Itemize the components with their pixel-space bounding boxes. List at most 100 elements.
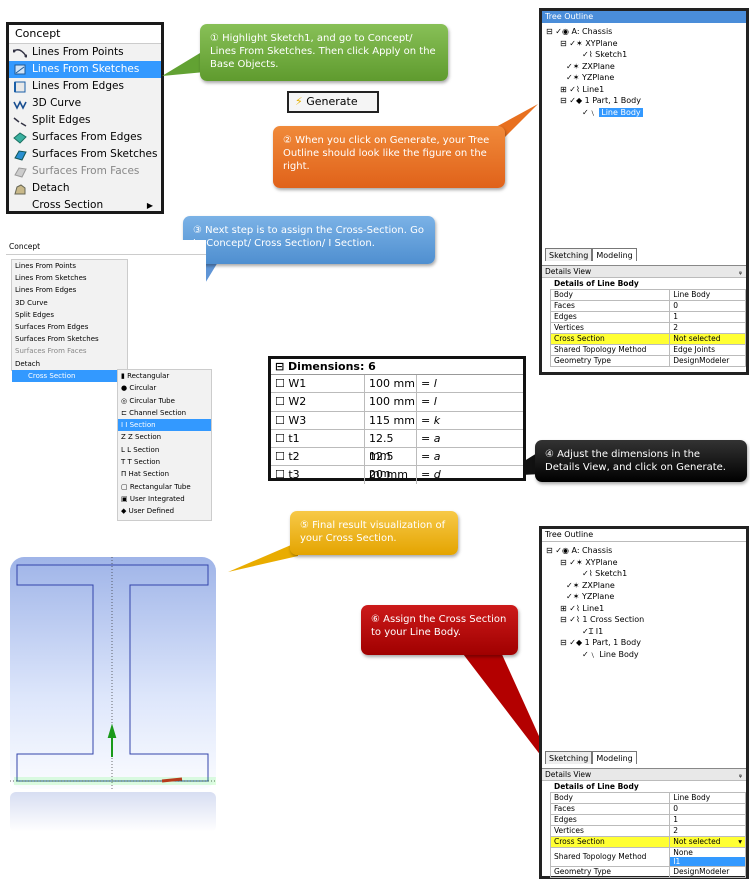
submenu-item-i-section[interactable]: I I Section bbox=[118, 419, 211, 432]
tree-node-part[interactable]: ⊟ ✓◆ 1 Part, 1 Body bbox=[560, 96, 641, 105]
tree-node-chassis[interactable]: ⊟ ✓◉ A: Chassis bbox=[546, 27, 613, 36]
dimension-value[interactable]: 115 mm bbox=[365, 411, 417, 429]
dimension-label: W1 bbox=[288, 377, 307, 390]
detail-value[interactable]: Line Body bbox=[669, 289, 746, 301]
submenu-item-l-section[interactable]: L L Section bbox=[121, 445, 160, 454]
dimensions-header[interactable]: ⊟ Dimensions: 6 bbox=[271, 359, 523, 375]
menu-item[interactable]: Surfaces From Edges bbox=[15, 322, 89, 331]
dimension-name[interactable]: ☐ W3 bbox=[271, 411, 365, 429]
submenu-item-z-section[interactable]: Z Z Section bbox=[121, 433, 162, 442]
tab-modeling[interactable]: Modeling bbox=[592, 248, 637, 261]
submenu-item-user-integrated[interactable]: ▣ User Integrated bbox=[121, 494, 185, 503]
tree-node-yzplane[interactable]: ✓✶ YZPlane bbox=[546, 72, 746, 84]
menu-item-lines-from-points[interactable]: Lines From Points bbox=[9, 44, 161, 61]
tree-node-label: A: Chassis bbox=[571, 546, 613, 555]
tree-node-yzplane[interactable]: ✓✶ YZPlane bbox=[546, 591, 746, 603]
menu-item[interactable]: Surfaces From Sketches bbox=[15, 335, 99, 344]
tab-sketching[interactable]: Sketching bbox=[545, 751, 593, 764]
tree-node-xyplane[interactable]: ⊟ ✓✶ XYPlane bbox=[560, 557, 618, 567]
part-icon: ✓◆ bbox=[569, 96, 583, 105]
tree-node-line-body[interactable]: ✓﹨ Line Body bbox=[546, 107, 746, 119]
dropdown-option-i1[interactable]: I1 bbox=[670, 857, 745, 866]
menu-item-surfaces-from-edges[interactable]: Surfaces From Edges bbox=[9, 129, 161, 146]
tree-node-part[interactable]: ⊟ ✓◆ 1 Part, 1 Body bbox=[560, 638, 641, 647]
dimension-name[interactable]: ☐ t1 bbox=[271, 429, 365, 448]
graphics-viewport[interactable] bbox=[10, 557, 220, 789]
submenu-item-circular-tube[interactable]: ◎ Circular Tube bbox=[121, 396, 175, 405]
dimension-value[interactable]: 100 mm bbox=[365, 375, 417, 393]
menu-item-cross-section[interactable]: Cross Section ▶ bbox=[9, 197, 161, 214]
dimension-expr: = k bbox=[421, 413, 441, 427]
generate-button[interactable]: ⚡ Generate bbox=[287, 91, 379, 113]
tree-node-line1[interactable]: ⊞ ✓⌇ Line1 bbox=[560, 84, 605, 94]
menu-item-split-edges[interactable]: Split Edges bbox=[9, 112, 161, 129]
submenu-item-rectangular-tube[interactable]: ▢ Rectangular Tube bbox=[121, 482, 191, 491]
concept-menu-title[interactable]: Concept bbox=[9, 25, 161, 44]
dimension-value[interactable]: 12.5 mm bbox=[365, 429, 417, 462]
detail-value: 2 bbox=[669, 825, 746, 837]
submenu-item-channel-section[interactable]: ⊏ Channel Section bbox=[121, 408, 187, 417]
dimension-value[interactable]: 20 mm bbox=[365, 466, 417, 484]
dimension-value[interactable]: 100 mm bbox=[365, 393, 417, 411]
line-points-icon bbox=[13, 48, 27, 57]
dimension-expr: = d bbox=[421, 468, 441, 482]
menu-item[interactable]: Detach bbox=[15, 359, 41, 368]
submenu-label: Rectangular bbox=[127, 372, 170, 380]
menu-item-surfaces-from-faces[interactable]: Surfaces From Faces bbox=[9, 163, 161, 180]
menu-item-lines-from-sketches[interactable]: Lines From Sketches bbox=[9, 61, 161, 78]
dimension-name[interactable]: ☐ W2 bbox=[271, 393, 365, 411]
menu-item[interactable]: Lines From Edges bbox=[15, 286, 77, 295]
submenu-item-user-defined[interactable]: ◆ User Defined bbox=[121, 507, 175, 516]
menu-item-cross-section[interactable]: Cross Section bbox=[12, 369, 127, 382]
menu-item-3d-curve[interactable]: 3D Curve bbox=[9, 95, 161, 112]
detail-value[interactable]: Edge Joints bbox=[669, 344, 746, 356]
detail-value[interactable]: Line Body bbox=[669, 792, 746, 804]
submenu-item-hat-section[interactable]: Π Hat Section bbox=[121, 470, 170, 479]
menu-item-surfaces-from-sketches[interactable]: Surfaces From Sketches bbox=[9, 146, 161, 163]
plane-icon: ✓✶ bbox=[566, 61, 580, 71]
tree-node-sketch1[interactable]: ✓⌇ Sketch1 bbox=[546, 568, 746, 580]
tree-node-label: 1 Cross Section bbox=[582, 615, 645, 624]
tree-node-i1[interactable]: ✓Ɪ I1 bbox=[546, 626, 746, 638]
tree-node-xyplane[interactable]: ⊟ ✓✶ XYPlane bbox=[560, 38, 618, 48]
cross-section-dropdown[interactable]: Not selected▾ bbox=[669, 836, 746, 848]
tree-node-sketch1[interactable]: ✓⌇ Sketch1 bbox=[546, 49, 746, 61]
tree-node-cross-section[interactable]: ⊟ ✓⌇ 1 Cross Section bbox=[560, 615, 645, 624]
tree-node-chassis[interactable]: ⊟ ✓◉ A: Chassis bbox=[546, 546, 613, 555]
tab-modeling[interactable]: Modeling bbox=[592, 751, 637, 764]
menu-item[interactable]: Lines From Sketches bbox=[15, 274, 87, 283]
cross-section-icon: ✓⌇ bbox=[569, 615, 580, 624]
dimension-expr: = a bbox=[421, 431, 441, 445]
submenu-item-t-section[interactable]: T T Section bbox=[121, 458, 161, 467]
plane-icon: ✓✶ bbox=[569, 38, 583, 48]
submenu-item-circular[interactable]: ● Circular bbox=[121, 384, 157, 393]
menu-item[interactable]: 3D Curve bbox=[15, 298, 48, 307]
menu-item[interactable]: Split Edges bbox=[15, 310, 55, 319]
dimension-name[interactable]: ☐ t2 bbox=[271, 448, 365, 466]
menu-item[interactable]: Lines From Points bbox=[15, 262, 77, 270]
chevron-down-icon[interactable]: ▾ bbox=[738, 837, 742, 846]
tree-node-zxplane[interactable]: ✓✶ ZXPlane bbox=[546, 580, 746, 592]
submenu-item-rectangular[interactable]: ▮ Rectangular bbox=[121, 372, 170, 380]
dimension-name[interactable]: ☐ W1 bbox=[271, 375, 365, 393]
tab-sketching[interactable]: Sketching bbox=[545, 248, 593, 261]
surface-faces-icon bbox=[14, 166, 27, 178]
concept-menu-title[interactable]: Concept bbox=[6, 240, 206, 255]
pin-icon[interactable]: ᵩ bbox=[738, 770, 742, 779]
dimension-name[interactable]: ☐ t3 bbox=[271, 466, 365, 484]
menu-item-lines-from-edges[interactable]: Lines From Edges bbox=[9, 78, 161, 95]
tree-node-line1[interactable]: ⊞ ✓⌇ Line1 bbox=[560, 603, 605, 613]
tree-node-line-body[interactable]: ✓﹨ Line Body bbox=[546, 649, 746, 661]
menu-item-detach[interactable]: Detach bbox=[9, 180, 161, 197]
dropdown-option-none[interactable]: None bbox=[673, 848, 693, 857]
menu-item[interactable]: Surfaces From Faces bbox=[15, 347, 87, 356]
tree-node-label: Line Body bbox=[599, 649, 639, 659]
cross-section-field[interactable]: Not selected bbox=[669, 333, 746, 345]
tree-node-zxplane[interactable]: ✓✶ ZXPlane bbox=[546, 61, 746, 73]
pin-icon[interactable]: ᵩ bbox=[738, 267, 742, 276]
menu-item-label: Lines From Sketches bbox=[32, 63, 140, 75]
dimension-value[interactable]: 12.5 mm bbox=[365, 448, 417, 480]
